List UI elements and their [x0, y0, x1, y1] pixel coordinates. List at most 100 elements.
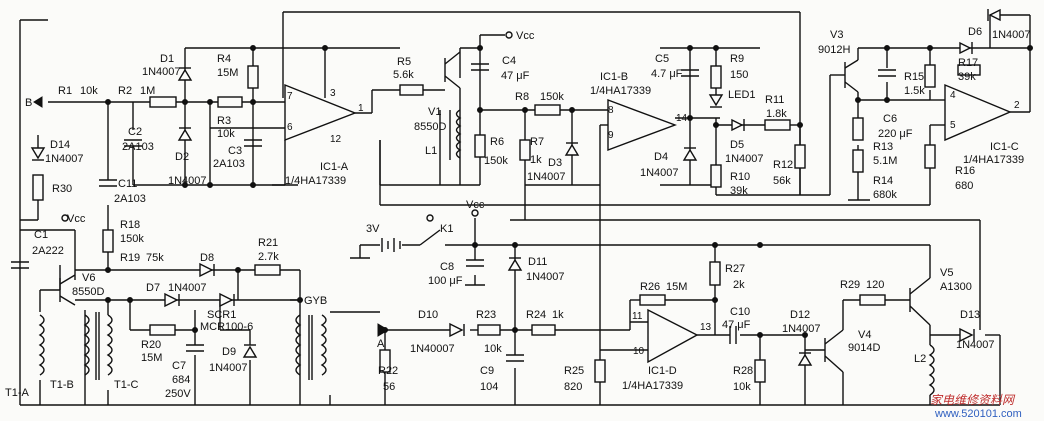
pin-14: 14 [676, 113, 688, 124]
pin-11: 11 [632, 311, 643, 322]
label-r10-value: 39k [730, 185, 748, 197]
label-a: A [377, 338, 385, 350]
wires-top [48, 11, 1033, 330]
label-r22: R22 [378, 365, 398, 377]
label-r15: R15 [904, 71, 924, 83]
label-r28: R28 [733, 365, 753, 377]
resistor-r12 [794, 144, 806, 169]
coil-gyb-primary [295, 314, 302, 376]
inductor-l1 [455, 109, 462, 159]
label-r18-value: 150k [120, 233, 144, 245]
coil-gyb-secondary [320, 314, 327, 376]
label-battery: 3V [366, 223, 380, 235]
label-c1: C1 [34, 229, 48, 241]
label-v6: V6 [82, 272, 95, 284]
label-vcc-3: Vcc [466, 199, 485, 211]
diode-top [988, 8, 1001, 22]
resistor-r4 [247, 65, 259, 89]
pin-13: 13 [700, 322, 712, 333]
label-r20: R20 [141, 339, 161, 351]
watermark-url: www.520101.com [934, 408, 1022, 420]
label-r17-value: 39k [958, 71, 976, 83]
label-r29-value: 120 [866, 279, 884, 291]
pin-4: 4 [950, 90, 956, 101]
resistor-r21 [254, 264, 281, 276]
label-c9-value: 104 [480, 381, 498, 393]
opamp-ic1b [607, 98, 678, 152]
resistor-r18 [102, 229, 114, 253]
label-r24: R24 [526, 309, 546, 321]
label-r9: R9 [730, 53, 744, 65]
resistor-r11 [764, 119, 791, 131]
resistor-r7 [519, 139, 531, 161]
label-r25: R25 [564, 365, 584, 377]
label-d7: D7 [146, 282, 160, 294]
label-r13-value: 5.1M [873, 155, 897, 167]
vcc-terminal-1 [505, 31, 513, 39]
label-r17: R17 [958, 57, 978, 69]
pin-3: 3 [330, 88, 336, 99]
terminal-b-arrow [33, 96, 43, 108]
label-c2: C2 [128, 126, 142, 138]
label-d2: D2 [175, 151, 189, 163]
label-v5: V5 [940, 267, 953, 279]
resistor-r23 [477, 324, 501, 336]
label-r21: R21 [258, 237, 278, 249]
label-r11: R11 [765, 94, 784, 106]
label-d12: D12 [790, 309, 810, 321]
label-r19: R19 [120, 252, 140, 264]
label-r14: R14 [873, 175, 893, 187]
diode-d2 [177, 128, 193, 141]
pin-10: 10 [633, 346, 645, 357]
diode-d12 [797, 353, 813, 366]
resistor-r2 [149, 96, 177, 108]
label-c11-value: 2A103 [114, 193, 146, 205]
diode-d3 [564, 143, 580, 156]
label-c7: C7 [172, 360, 186, 372]
pin-1: 1 [358, 103, 364, 114]
label-r16-value: 680 [955, 180, 973, 192]
label-r21-value: 2.7k [258, 251, 279, 263]
resistor-r22 [379, 349, 391, 373]
label-d1-value: 1N4007 [142, 66, 181, 78]
pin-6: 6 [287, 122, 293, 133]
label-d9: D9 [222, 346, 236, 358]
label-l1: L1 [425, 145, 437, 157]
diode-d7 [164, 292, 179, 308]
label-r9-value: 150 [730, 69, 748, 81]
label-d10: D10 [418, 309, 438, 321]
label-scr1-value: MCR100-6 [200, 321, 253, 333]
label-ic1d-value: 1/4HA17339 [622, 380, 683, 392]
label-d4: D4 [654, 151, 668, 163]
label-c5-value: 4.7 μF [651, 68, 683, 80]
resistor-r8 [534, 104, 561, 116]
resistor-r16 [924, 144, 936, 169]
scr1 [219, 292, 234, 308]
label-d8: D8 [200, 252, 214, 264]
opamp-ic1d [647, 308, 699, 364]
diode-d13 [959, 327, 974, 343]
label-d11: D11 [528, 256, 547, 268]
label-d14: D14 [50, 139, 70, 151]
pin-2: 2 [1014, 100, 1020, 111]
pin-9: 9 [608, 130, 614, 141]
terminal-a-arrow [377, 323, 389, 337]
label-r6: R6 [490, 136, 504, 148]
resistor-r27 [709, 261, 721, 286]
resistor-r29 [859, 294, 886, 306]
label-r16: R16 [955, 165, 975, 177]
label-r30: R30 [52, 183, 72, 195]
label-vcc-2: Vcc [67, 213, 86, 225]
opamp-ic1c [944, 83, 1012, 142]
label-c6-value: 220 μF [878, 128, 913, 140]
resistor-r14 [852, 149, 864, 173]
diode-d5 [731, 118, 744, 132]
label-r26-value: 15M [666, 281, 687, 293]
label-v6-value: 8550D [72, 286, 104, 298]
coil-t1a [38, 314, 45, 376]
diode-d8 [199, 262, 214, 278]
label-scr1: SCR1 [207, 309, 236, 321]
label-c6: C6 [883, 113, 897, 125]
